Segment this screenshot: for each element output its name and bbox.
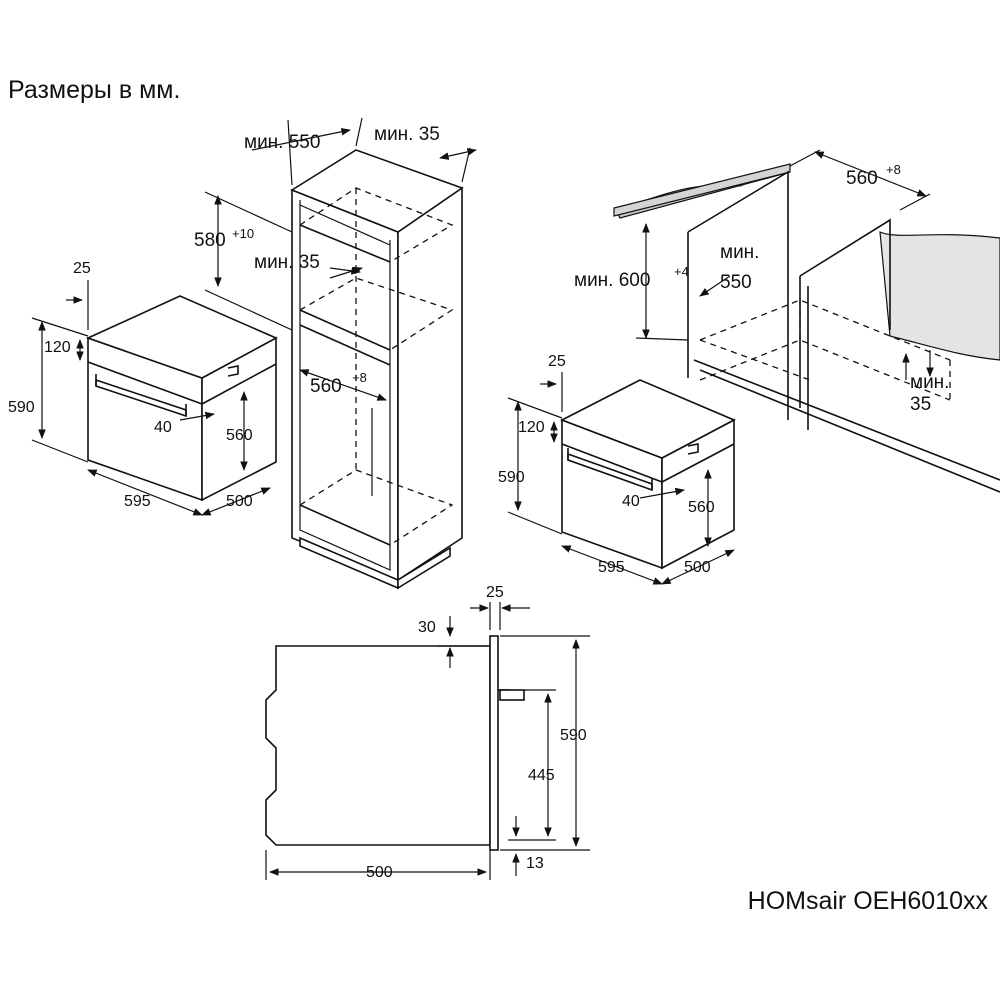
label-min-550: мин. 550 — [244, 132, 320, 153]
label-min-550-a: мин. — [720, 242, 759, 263]
label-min-35-b: 35 — [910, 394, 931, 415]
label-right-560: 560 — [688, 499, 715, 516]
label-min-35-mid: мин. 35 — [254, 252, 320, 273]
label-left-560: 560 — [226, 427, 253, 444]
label-side-590: 590 — [560, 727, 587, 744]
label-min-600-tol: +4 — [674, 264, 689, 279]
oven-left-drawing — [85, 295, 278, 502]
under-counter-dimensions: 560 +8 мин. 600 +4 мин. 550 мин. 35 — [574, 149, 949, 415]
label-left-595: 595 — [124, 493, 151, 510]
label-560-tall: 560 — [310, 376, 342, 397]
label-min-600: мин. 600 — [574, 270, 650, 291]
label-580-tol: +10 — [232, 226, 254, 241]
label-left-590: 590 — [8, 399, 35, 416]
label-right-500: 500 — [684, 559, 711, 576]
label-side-445: 445 — [528, 767, 555, 784]
label-left-120: 120 — [44, 339, 71, 356]
label-560-under-tol: +8 — [886, 162, 901, 177]
tall-cabinet-drawing — [290, 149, 464, 590]
label-min-35-a: мин. — [910, 372, 949, 393]
label-left-500: 500 — [226, 493, 253, 510]
label-right-120: 120 — [518, 419, 545, 436]
label-560-under: 560 — [846, 168, 878, 189]
label-side-30: 30 — [418, 619, 436, 636]
tall-cabinet-dimensions: мин. 550 мин. 35 580 +10 мин. 35 560 +8 — [194, 117, 477, 496]
label-580: 580 — [194, 230, 226, 251]
oven-right-drawing — [560, 379, 736, 570]
label-side-500: 500 — [366, 864, 393, 881]
label-right-590: 590 — [498, 469, 525, 486]
page-title: Размеры в мм. — [8, 76, 181, 104]
oven-side-view-dimensions: 25 30 590 445 500 13 — [265, 584, 590, 881]
model-name: HOMsair OEH6010xx — [747, 887, 988, 915]
under-counter-cabinet-drawing — [613, 163, 1000, 493]
label-right-40: 40 — [622, 493, 640, 510]
label-left-25: 25 — [73, 260, 91, 277]
label-side-13: 13 — [526, 855, 544, 872]
label-560-tall-tol: +8 — [352, 370, 367, 385]
label-side-25: 25 — [486, 584, 504, 601]
label-min-550-b: 550 — [720, 272, 752, 293]
label-right-25: 25 — [548, 353, 566, 370]
label-min-35-top: мин. 35 — [374, 124, 440, 145]
oven-right-dimensions: 25 120 590 40 560 595 500 — [498, 353, 735, 585]
oven-left-dimensions: 25 120 590 40 560 595 500 — [8, 260, 271, 516]
label-right-595: 595 — [598, 559, 625, 576]
label-left-40: 40 — [154, 419, 172, 436]
oven-side-view-drawing — [265, 635, 525, 851]
